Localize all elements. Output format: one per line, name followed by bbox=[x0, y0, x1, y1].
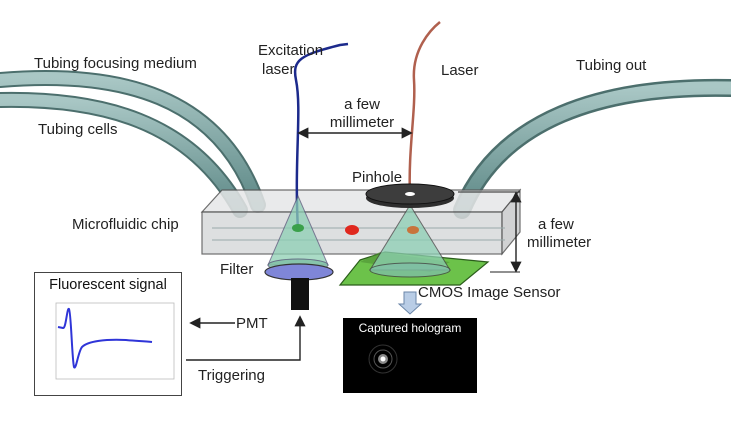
label-few-top-2: millimeter bbox=[329, 114, 395, 131]
label-laser: Laser bbox=[441, 62, 479, 79]
label-few-right-2: millimeter bbox=[527, 234, 592, 251]
label-triggering: Triggering bbox=[198, 367, 265, 384]
cell-particle bbox=[345, 225, 359, 235]
filter bbox=[264, 263, 334, 281]
label-few-top-1: a few bbox=[344, 96, 380, 113]
fluorescent-signal-title: Fluorescent signal bbox=[49, 277, 167, 293]
laser-fiber bbox=[408, 21, 441, 196]
label-pinhole: Pinhole bbox=[352, 169, 403, 186]
microfluidic-chip bbox=[200, 188, 522, 256]
label-microfluidic-chip: Microfluidic chip bbox=[72, 216, 179, 233]
label-cmos: CMOS Image Sensor bbox=[418, 284, 561, 301]
label-tubing-out: Tubing out bbox=[576, 57, 647, 74]
captured-hologram-panel: Captured hologram bbox=[343, 318, 477, 393]
pmt-body bbox=[291, 278, 309, 310]
label-tubing-focusing-medium: Tubing focusing medium bbox=[34, 55, 197, 72]
triggering-arrow bbox=[186, 315, 306, 361]
hologram-arrow bbox=[397, 291, 423, 315]
fluorescent-signal-plot bbox=[55, 302, 175, 380]
label-laser-word: laser bbox=[262, 61, 295, 78]
label-pmt: PMT bbox=[236, 315, 268, 332]
hologram-image bbox=[368, 344, 398, 374]
label-tubing-cells: Tubing cells bbox=[38, 121, 118, 138]
label-excitation: Excitation bbox=[258, 42, 324, 59]
captured-hologram-title: Captured hologram bbox=[358, 321, 462, 335]
signal-trace bbox=[57, 307, 153, 369]
label-filter: Filter bbox=[220, 261, 254, 278]
label-few-right-1: a few bbox=[538, 216, 574, 233]
fluorescent-signal-panel: Fluorescent signal bbox=[34, 272, 182, 396]
excitation-fiber bbox=[293, 42, 349, 231]
